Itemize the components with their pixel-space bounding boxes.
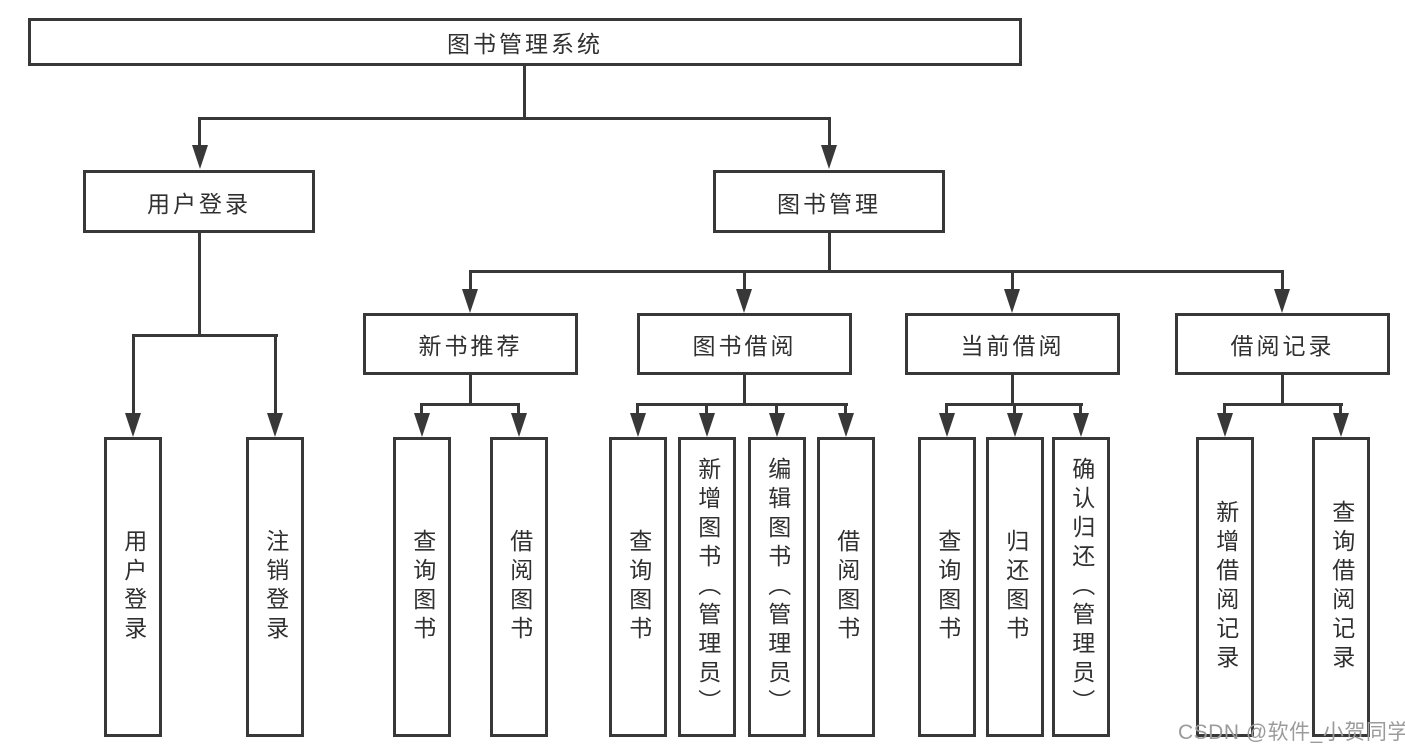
node-current-borrowing: 当前借阅: [905, 313, 1120, 375]
leaf-query-borrow-record: 查询借阅记录: [1312, 437, 1370, 737]
connector-records-stem: [1281, 375, 1284, 406]
connector-user-login-drop-2: [274, 334, 277, 418]
leaf-borrowing-query-books-label: 查询图书: [625, 529, 652, 645]
connector-borrowing-drop-1: [636, 403, 639, 418]
arrowhead-borrowing-add: [699, 413, 715, 437]
arrowhead-book-management: [821, 145, 837, 169]
leaf-logout: 注销登录: [246, 437, 304, 737]
connector-user-login-drop-1: [132, 334, 135, 418]
leaf-recommend-borrow-books-label: 借阅图书: [506, 529, 533, 645]
connector-borrowing-drop-4: [844, 403, 847, 418]
node-user-login: 用户登录: [83, 170, 315, 233]
leaf-add-books-admin: 新增图书（管理员）: [678, 437, 736, 737]
node-user-login-label: 用户登录: [147, 190, 251, 217]
leaf-user-login: 用户登录: [104, 437, 162, 737]
connector-user-login-stem: [198, 233, 201, 336]
leaf-add-borrow-record-label: 新增借阅记录: [1212, 500, 1239, 674]
leaf-confirm-return-admin-label: 确认归还（管理员）: [1068, 456, 1095, 718]
arrowhead-borrowing-query: [630, 413, 646, 437]
arrowhead-borrowing-borrow: [838, 413, 854, 437]
connector-book-mgmt-drop-1: [469, 270, 472, 292]
arrowhead-leaf-logout: [267, 413, 283, 437]
connector-current-drop-1: [945, 403, 948, 418]
node-new-book-recommend-label: 新书推荐: [418, 333, 523, 359]
leaf-user-login-label: 用户登录: [120, 529, 147, 645]
connector-root-stem: [523, 66, 526, 120]
connector-borrowing-stem: [743, 375, 746, 406]
connector-borrowing-drop-3: [775, 403, 778, 418]
arrowhead-recommend-query: [414, 413, 430, 437]
node-book-borrowing: 图书借阅: [637, 313, 852, 375]
leaf-recommend-query-books: 查询图书: [393, 437, 451, 737]
node-new-book-recommend: 新书推荐: [363, 313, 578, 375]
connector-book-mgmt-drop-3: [1011, 270, 1014, 292]
connector-recommend-stem: [469, 375, 472, 406]
leaf-return-books-label: 归还图书: [1002, 529, 1029, 645]
node-book-management-label: 图书管理: [777, 190, 881, 217]
leaf-logout-label: 注销登录: [262, 529, 289, 645]
arrowhead-leaf-user-login: [125, 413, 141, 437]
leaf-recommend-query-books-label: 查询图书: [409, 529, 436, 645]
connector-book-mgmt-rail: [469, 270, 1283, 273]
node-current-borrowing-label: 当前借阅: [960, 333, 1065, 359]
arrowhead-records-query: [1333, 413, 1349, 437]
leaf-add-books-admin-label: 新增图书（管理员）: [694, 456, 721, 718]
leaf-borrowing-borrow-books: 借阅图书: [817, 437, 875, 737]
arrowhead-book-borrowing: [736, 289, 752, 313]
node-library-system: 图书管理系统: [28, 18, 1022, 66]
csdn-watermark: CSDN @软件_小贺同学: [1178, 721, 1405, 744]
leaf-current-query-books-label: 查询图书: [934, 529, 961, 645]
leaf-confirm-return-admin: 确认归还（管理员）: [1052, 437, 1110, 737]
leaf-recommend-borrow-books: 借阅图书: [490, 437, 548, 737]
connector-recommend-drop-2: [517, 403, 520, 418]
arrowhead-recommend-borrow: [511, 413, 527, 437]
connector-current-drop-3: [1079, 403, 1082, 418]
connector-records-drop-1: [1223, 403, 1226, 418]
connector-records-rail: [1223, 403, 1343, 406]
node-borrowing-records-label: 借阅记录: [1230, 333, 1335, 359]
connector-borrowing-rail: [636, 403, 848, 406]
leaf-edit-books-admin-label: 编辑图书（管理员）: [764, 456, 791, 718]
leaf-current-query-books: 查询图书: [918, 437, 976, 737]
arrowhead-current-query: [939, 413, 955, 437]
connector-user-login-rail: [132, 334, 278, 337]
arrowhead-user-login: [192, 145, 208, 169]
arrowhead-borrowing-edit: [769, 413, 785, 437]
arrowhead-current-confirm: [1073, 413, 1089, 437]
arrowhead-current-borrowing: [1004, 289, 1020, 313]
connector-root-rail: [198, 117, 831, 120]
leaf-return-books: 归还图书: [986, 437, 1044, 737]
connector-root-drop-left: [198, 117, 201, 145]
leaf-borrowing-query-books: 查询图书: [609, 437, 667, 737]
connector-book-mgmt-stem: [828, 233, 831, 273]
connector-root-drop-right: [828, 117, 831, 145]
arrowhead-borrowing-records: [1274, 289, 1290, 313]
leaf-edit-books-admin: 编辑图书（管理员）: [748, 437, 806, 737]
connector-book-mgmt-drop-2: [743, 270, 746, 292]
node-book-management: 图书管理: [713, 170, 945, 233]
connector-borrowing-drop-2: [705, 403, 708, 418]
connector-current-stem: [1011, 375, 1014, 406]
connector-records-drop-2: [1339, 403, 1342, 418]
connector-book-mgmt-drop-4: [1281, 270, 1284, 292]
leaf-add-borrow-record: 新增借阅记录: [1196, 437, 1254, 737]
arrowhead-new-book-recommend: [462, 289, 478, 313]
node-borrowing-records: 借阅记录: [1175, 313, 1390, 375]
node-library-system-label: 图书管理系统: [447, 31, 603, 57]
leaf-query-borrow-record-label: 查询借阅记录: [1328, 500, 1355, 674]
connector-recommend-drop-1: [420, 403, 423, 418]
connector-current-drop-2: [1013, 403, 1016, 418]
node-book-borrowing-label: 图书借阅: [692, 333, 797, 359]
arrowhead-current-return: [1007, 413, 1023, 437]
leaf-borrowing-borrow-books-label: 借阅图书: [833, 529, 860, 645]
arrowhead-records-add: [1217, 413, 1233, 437]
connector-recommend-rail: [420, 403, 520, 406]
